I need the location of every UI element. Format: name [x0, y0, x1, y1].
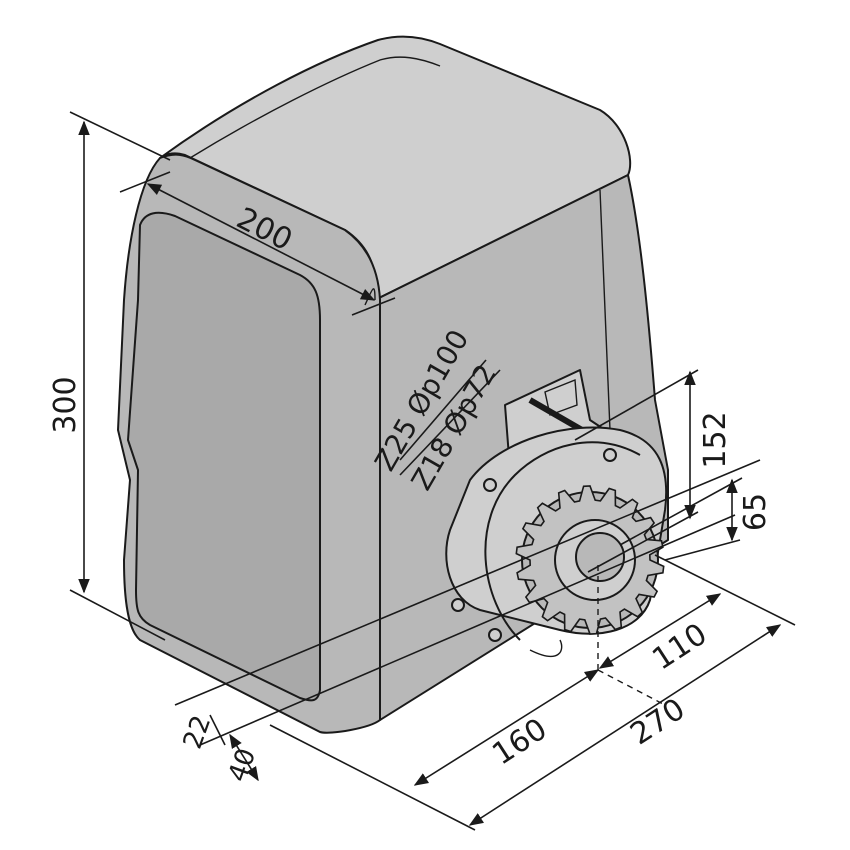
pinion-gear-shaft [575, 532, 625, 582]
dim-line-22 [209, 714, 226, 746]
ext-line-height-top [69, 111, 171, 161]
housing-front-panel [127, 211, 321, 702]
ext-line-65-top [619, 477, 743, 546]
bracket-spring [528, 397, 584, 433]
ext-line-152-bottom [587, 511, 699, 573]
dimension-lines [69, 111, 796, 831]
dim-line-gear-z18 [399, 369, 501, 476]
bolt-1 [488, 628, 502, 642]
label-offset-40: 40 [223, 745, 263, 786]
label-depth-270: 270 [624, 692, 691, 753]
shaft-projection-dashed [597, 669, 666, 706]
label-depth-110: 110 [646, 617, 713, 678]
ext-line-65-bottom [664, 539, 741, 561]
bolt-2 [451, 598, 465, 612]
dim-line-gear-z25 [399, 359, 487, 461]
label-length-160: 160 [486, 712, 553, 773]
ext-line-110-right [654, 554, 796, 626]
ext-line-width-right [351, 297, 396, 316]
ext-line-diagonal-2 [199, 514, 736, 746]
label-gear-height: 152 [698, 411, 733, 468]
gear-cover-ring [484, 441, 641, 641]
bolt-3 [483, 478, 497, 492]
label-height: 300 [48, 376, 83, 433]
housing-top-edge [189, 56, 441, 159]
housing-side-ridge-2 [599, 189, 611, 431]
dim-line-40 [229, 733, 259, 782]
gear-cover-ring-2 [529, 639, 563, 657]
dim-line-width-top [146, 183, 376, 301]
dim-line-depth-270 [468, 624, 782, 826]
ext-line-152-top [574, 369, 699, 441]
ext-line-width-left [119, 171, 171, 193]
bolt-4 [603, 448, 617, 462]
ext-line-diagonal-1 [174, 459, 761, 706]
ext-line-height-bottom [69, 589, 166, 641]
label-bracket-height: 65 [738, 493, 773, 531]
ext-line-bottom-left [269, 724, 476, 831]
dim-line-length-160 [413, 669, 600, 786]
